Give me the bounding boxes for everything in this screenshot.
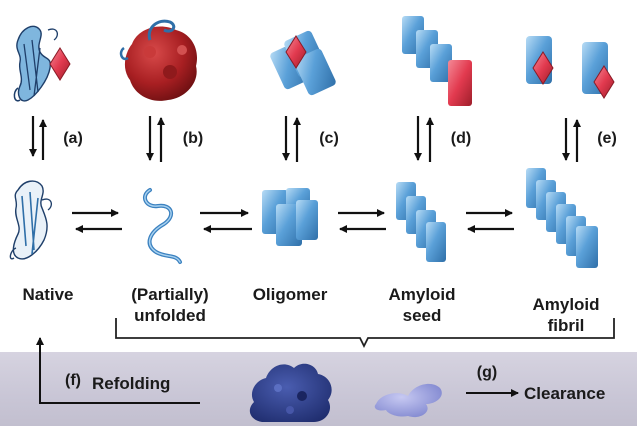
step-label-g: (g) [476,364,498,381]
blue-oligomer-with-red-diamond-icon [270,30,336,96]
clearance-label: Clearance [524,384,606,403]
blue-stack-with-red-block-icon [402,16,472,106]
stage-label-unfolded: (Partially) unfolded [131,285,209,325]
refolding-label: Refolding [92,374,171,393]
step-label-d: (d) [450,130,472,147]
step-label-c: (c) [319,130,339,147]
amyloid-fibril-stack-icon [526,168,598,268]
stage-label-amyloid-seed: Amyloid seed [388,285,456,325]
amyloid-seed-stack-icon [396,182,446,262]
blue-blocks-with-red-diamonds-icon [526,36,615,99]
lavender-fragment-icon [374,383,442,418]
stage-label-amyloid-fibril: Amyloid fibril [532,295,600,335]
step-label-f: (f) [65,372,81,389]
oligomer-blocks-icon [262,188,318,246]
step-label-e: (e) [597,130,617,147]
step-label-b: (b) [182,130,204,147]
stage-label-native: Native [22,285,74,304]
stage-label-oligomer: Oligomer [252,285,328,304]
step-label-a: (a) [63,130,83,147]
horizontal-equilibrium-arrows [72,209,514,233]
vertical-equilibrium-arrows [29,116,581,162]
refolding-arrow [36,337,200,404]
grouping-bracket [115,318,615,349]
red-globular-aggregate-icon [119,19,198,101]
native-protein-with-red-diamond-icon [13,25,71,102]
native-protein-icon [9,180,53,260]
navy-aggregate-blob-icon [249,363,332,422]
unfolded-strand-icon [142,188,182,264]
